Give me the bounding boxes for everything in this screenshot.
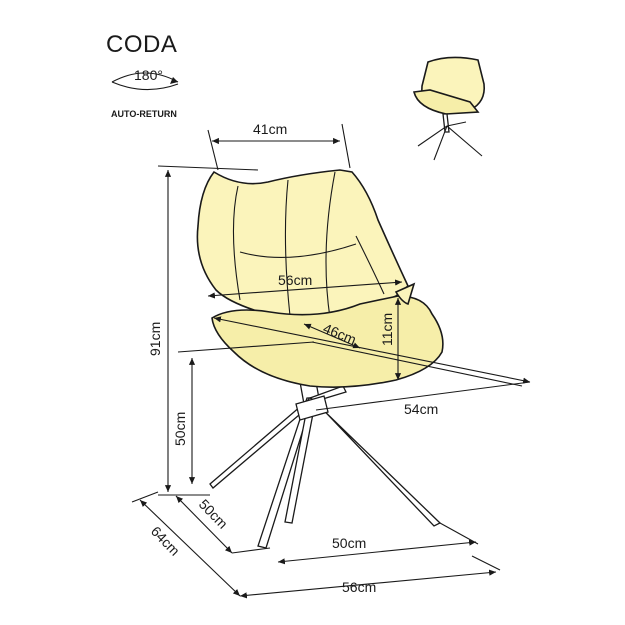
dim-base-width bbox=[277, 522, 479, 565]
dim-base-depth-label: 50cm bbox=[196, 496, 231, 532]
auto-return-label: AUTO-RETURN bbox=[111, 109, 177, 119]
chair-backrest-shell bbox=[196, 169, 409, 319]
dim-overall-depth bbox=[131, 491, 241, 597]
dim-overall-depth-label: 64cm bbox=[148, 523, 183, 559]
dim-back-width-label: 41cm bbox=[253, 121, 287, 137]
dim-overall-width-label: 56cm bbox=[342, 579, 376, 595]
product-title: CODA bbox=[106, 31, 177, 58]
dim-overall-height bbox=[157, 165, 259, 496]
dim-overall-height-label: 91cm bbox=[147, 322, 163, 356]
dim-seat-width-label: 56cm bbox=[278, 272, 312, 288]
dim-total-depth bbox=[213, 316, 531, 411]
chair-base-legs bbox=[209, 381, 442, 549]
dim-base-width-label: 50cm bbox=[332, 535, 366, 551]
rotation-icon bbox=[111, 72, 179, 91]
rotation-degree-label: 180° bbox=[134, 67, 163, 83]
dim-overall-width bbox=[239, 555, 501, 599]
dim-seat-width bbox=[207, 279, 403, 299]
thumbnail-chair-image bbox=[413, 56, 486, 161]
dim-back-width bbox=[207, 123, 351, 171]
dim-armrest-height-label: 11cm bbox=[379, 313, 395, 346]
dim-seat-height-label: 50cm bbox=[172, 412, 188, 446]
dim-total-depth-label: 54cm bbox=[404, 401, 438, 417]
